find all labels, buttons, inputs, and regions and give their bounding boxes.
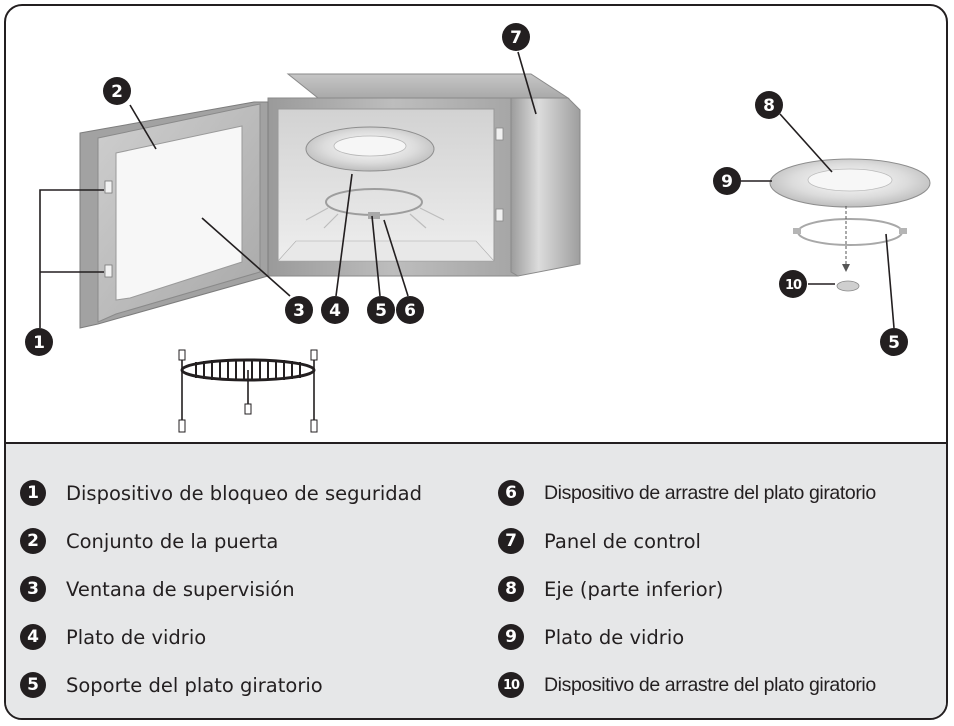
callout-2: 2 — [103, 77, 131, 105]
callout-5b-number: 5 — [888, 333, 900, 353]
callout-6-number: 6 — [404, 301, 416, 321]
callout-6: 6 — [396, 296, 424, 324]
legend-number: 2 — [20, 528, 46, 554]
callout-3-number: 3 — [293, 301, 305, 321]
legend-number: 1 — [20, 480, 46, 506]
legend-label: Soporte del plato giratorio — [66, 673, 323, 697]
legend-label: Ventana de supervisión — [66, 577, 295, 601]
legend-label: Eje (parte inferior) — [544, 577, 724, 601]
legend-label: Conjunto de la puerta — [66, 529, 279, 553]
legend-label: Plato de vidrio — [66, 625, 207, 649]
callout-8-number: 8 — [763, 96, 775, 116]
cavity-glass-plate — [305, 126, 435, 172]
legend-item-7: 7 Panel de control — [498, 525, 701, 557]
legend-number: 10 — [498, 672, 524, 698]
legend-number: 4 — [20, 624, 46, 650]
legend-label: Dispositivo de arrastre del plato girato… — [544, 481, 876, 504]
legend-item-2: 2 Conjunto de la puerta — [20, 525, 278, 557]
microwave-diagram: 1 2 3 4 5 — [6, 6, 946, 442]
legend-number: 3 — [20, 576, 46, 602]
legend-label: Dispositivo de arrastre del plato girato… — [544, 673, 876, 696]
legend-item-10: 10 Dispositivo de arrastre del plato gir… — [498, 669, 876, 701]
legend-number: 9 — [498, 624, 524, 650]
grill-rack — [178, 349, 318, 433]
callout-5-turntable: 5 — [880, 328, 908, 356]
leader-lines — [39, 51, 895, 329]
control-panel — [495, 97, 581, 277]
diagram-frame: 1 2 3 4 5 — [4, 4, 948, 720]
legend-item-5: 5 Soporte del plato giratorio — [20, 669, 323, 701]
legend-label: Dispositivo de bloqueo de seguridad — [66, 481, 422, 505]
callout-1: 1 — [25, 328, 53, 356]
legend-label: Plato de vidrio — [544, 625, 685, 649]
callout-4: 4 — [321, 296, 349, 324]
legend-item-3: 3 Ventana de supervisión — [20, 573, 295, 605]
callout-9: 9 — [713, 167, 741, 195]
legend-number: 7 — [498, 528, 524, 554]
exploded-turntable — [769, 158, 931, 292]
callout-5: 5 — [367, 296, 395, 324]
open-door — [79, 101, 269, 329]
legend-item-9: 9 Plato de vidrio — [498, 621, 684, 653]
callout-7: 7 — [502, 23, 530, 51]
callout-3: 3 — [285, 296, 313, 324]
callout-5-number: 5 — [375, 301, 387, 321]
callout-8: 8 — [755, 91, 783, 119]
callout-10: 10 — [779, 270, 807, 298]
callout-9-number: 9 — [721, 172, 733, 192]
cavity-support-ring — [305, 188, 445, 229]
callout-10-number: 10 — [785, 278, 802, 293]
legend-item-4: 4 Plato de vidrio — [20, 621, 206, 653]
legend-number: 6 — [498, 480, 524, 506]
legend-label: Panel de control — [544, 529, 701, 553]
legend-item-1: 1 Dispositivo de bloqueo de seguridad — [20, 477, 422, 509]
callout-7-number: 7 — [510, 28, 522, 48]
callout-2-number: 2 — [111, 82, 123, 102]
legend-number: 8 — [498, 576, 524, 602]
legend-number: 5 — [20, 672, 46, 698]
parts-legend: 1 Dispositivo de bloqueo de seguridad 2 … — [6, 442, 946, 718]
callout-1-number: 1 — [33, 333, 45, 353]
microwave-illustration: 1 2 3 4 5 — [25, 23, 931, 433]
callout-badges: 1 2 3 4 5 — [25, 23, 908, 356]
callout-4-number: 4 — [329, 301, 341, 321]
legend-item-6: 6 Dispositivo de arrastre del plato gira… — [498, 477, 876, 509]
legend-item-8: 8 Eje (parte inferior) — [498, 573, 723, 605]
